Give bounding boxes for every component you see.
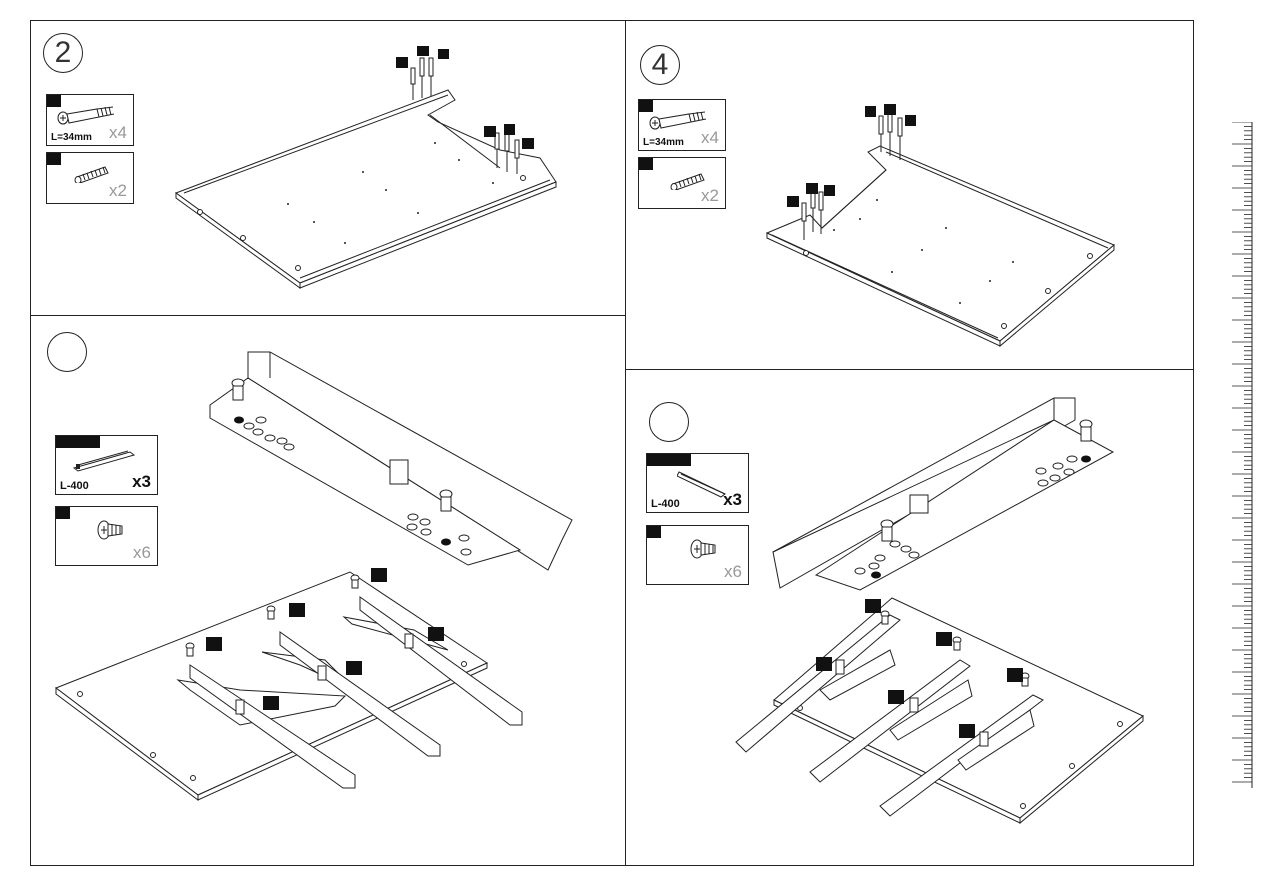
measurement-ruler	[1232, 122, 1254, 788]
